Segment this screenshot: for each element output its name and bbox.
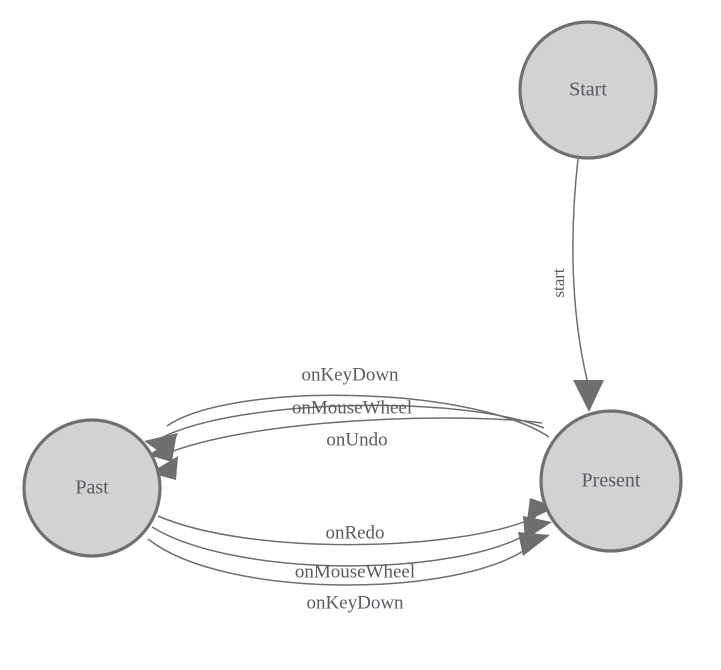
- edge-label-past-present-onmousewheel: onMouseWheel: [295, 561, 415, 582]
- edge-past-to-present-onredo-arrowhead: [527, 498, 556, 521]
- node-past-circle: [22, 418, 162, 558]
- edge-past-to-present-onmousewheel-path: [151, 526, 532, 567]
- edge-past-to-present-onredo[interactable]: onRedo: [157, 498, 556, 546]
- edge-label-present-past-onundo: onUndo: [326, 429, 387, 450]
- edge-label-start: start: [549, 268, 568, 298]
- edge-label-present-past-onmousewheel: onMouseWheel: [292, 397, 412, 418]
- edge-present-to-past-onmousewheel-arrowhead: [148, 438, 176, 462]
- node-start-label: Start: [569, 79, 607, 101]
- edge-label-past-present-onkeydown: onKeyDown: [306, 592, 404, 613]
- edge-label-present-past-onkeydown: onKeyDown: [301, 364, 399, 385]
- edge-present-to-past-onmousewheel[interactable]: onMouseWheel: [148, 397, 545, 462]
- edge-label-past-present-onredo: onRedo: [325, 522, 384, 543]
- edge-past-to-present-onkeydown[interactable]: onKeyDown: [147, 532, 550, 613]
- edge-start-to-present[interactable]: start: [549, 158, 604, 412]
- node-past-label: Past: [75, 477, 109, 499]
- edge-past-to-present-onmousewheel[interactable]: onMouseWheel: [151, 516, 552, 582]
- node-start-circle: [518, 20, 658, 160]
- edge-present-to-past-onundo[interactable]: onUndo: [150, 417, 543, 480]
- edge-present-to-past-onkeydown-path: [166, 394, 550, 438]
- edge-start-to-present-path: [572, 158, 589, 385]
- node-present-label: Present: [582, 470, 641, 492]
- edge-start-to-present-arrowhead: [573, 380, 604, 412]
- edge-past-to-present-onkeydown-path: [147, 538, 530, 586]
- edge-present-to-past-onmousewheel-path: [160, 404, 545, 439]
- edge-past-to-present-onkeydown-arrowhead: [518, 532, 550, 556]
- node-start[interactable]: Start: [518, 20, 658, 160]
- edge-present-to-past-onundo-path: [162, 417, 543, 456]
- node-present-circle: [539, 409, 683, 553]
- edge-past-to-present-onredo-path: [157, 515, 537, 546]
- node-past[interactable]: Past: [22, 418, 162, 558]
- node-present[interactable]: Present: [539, 409, 683, 553]
